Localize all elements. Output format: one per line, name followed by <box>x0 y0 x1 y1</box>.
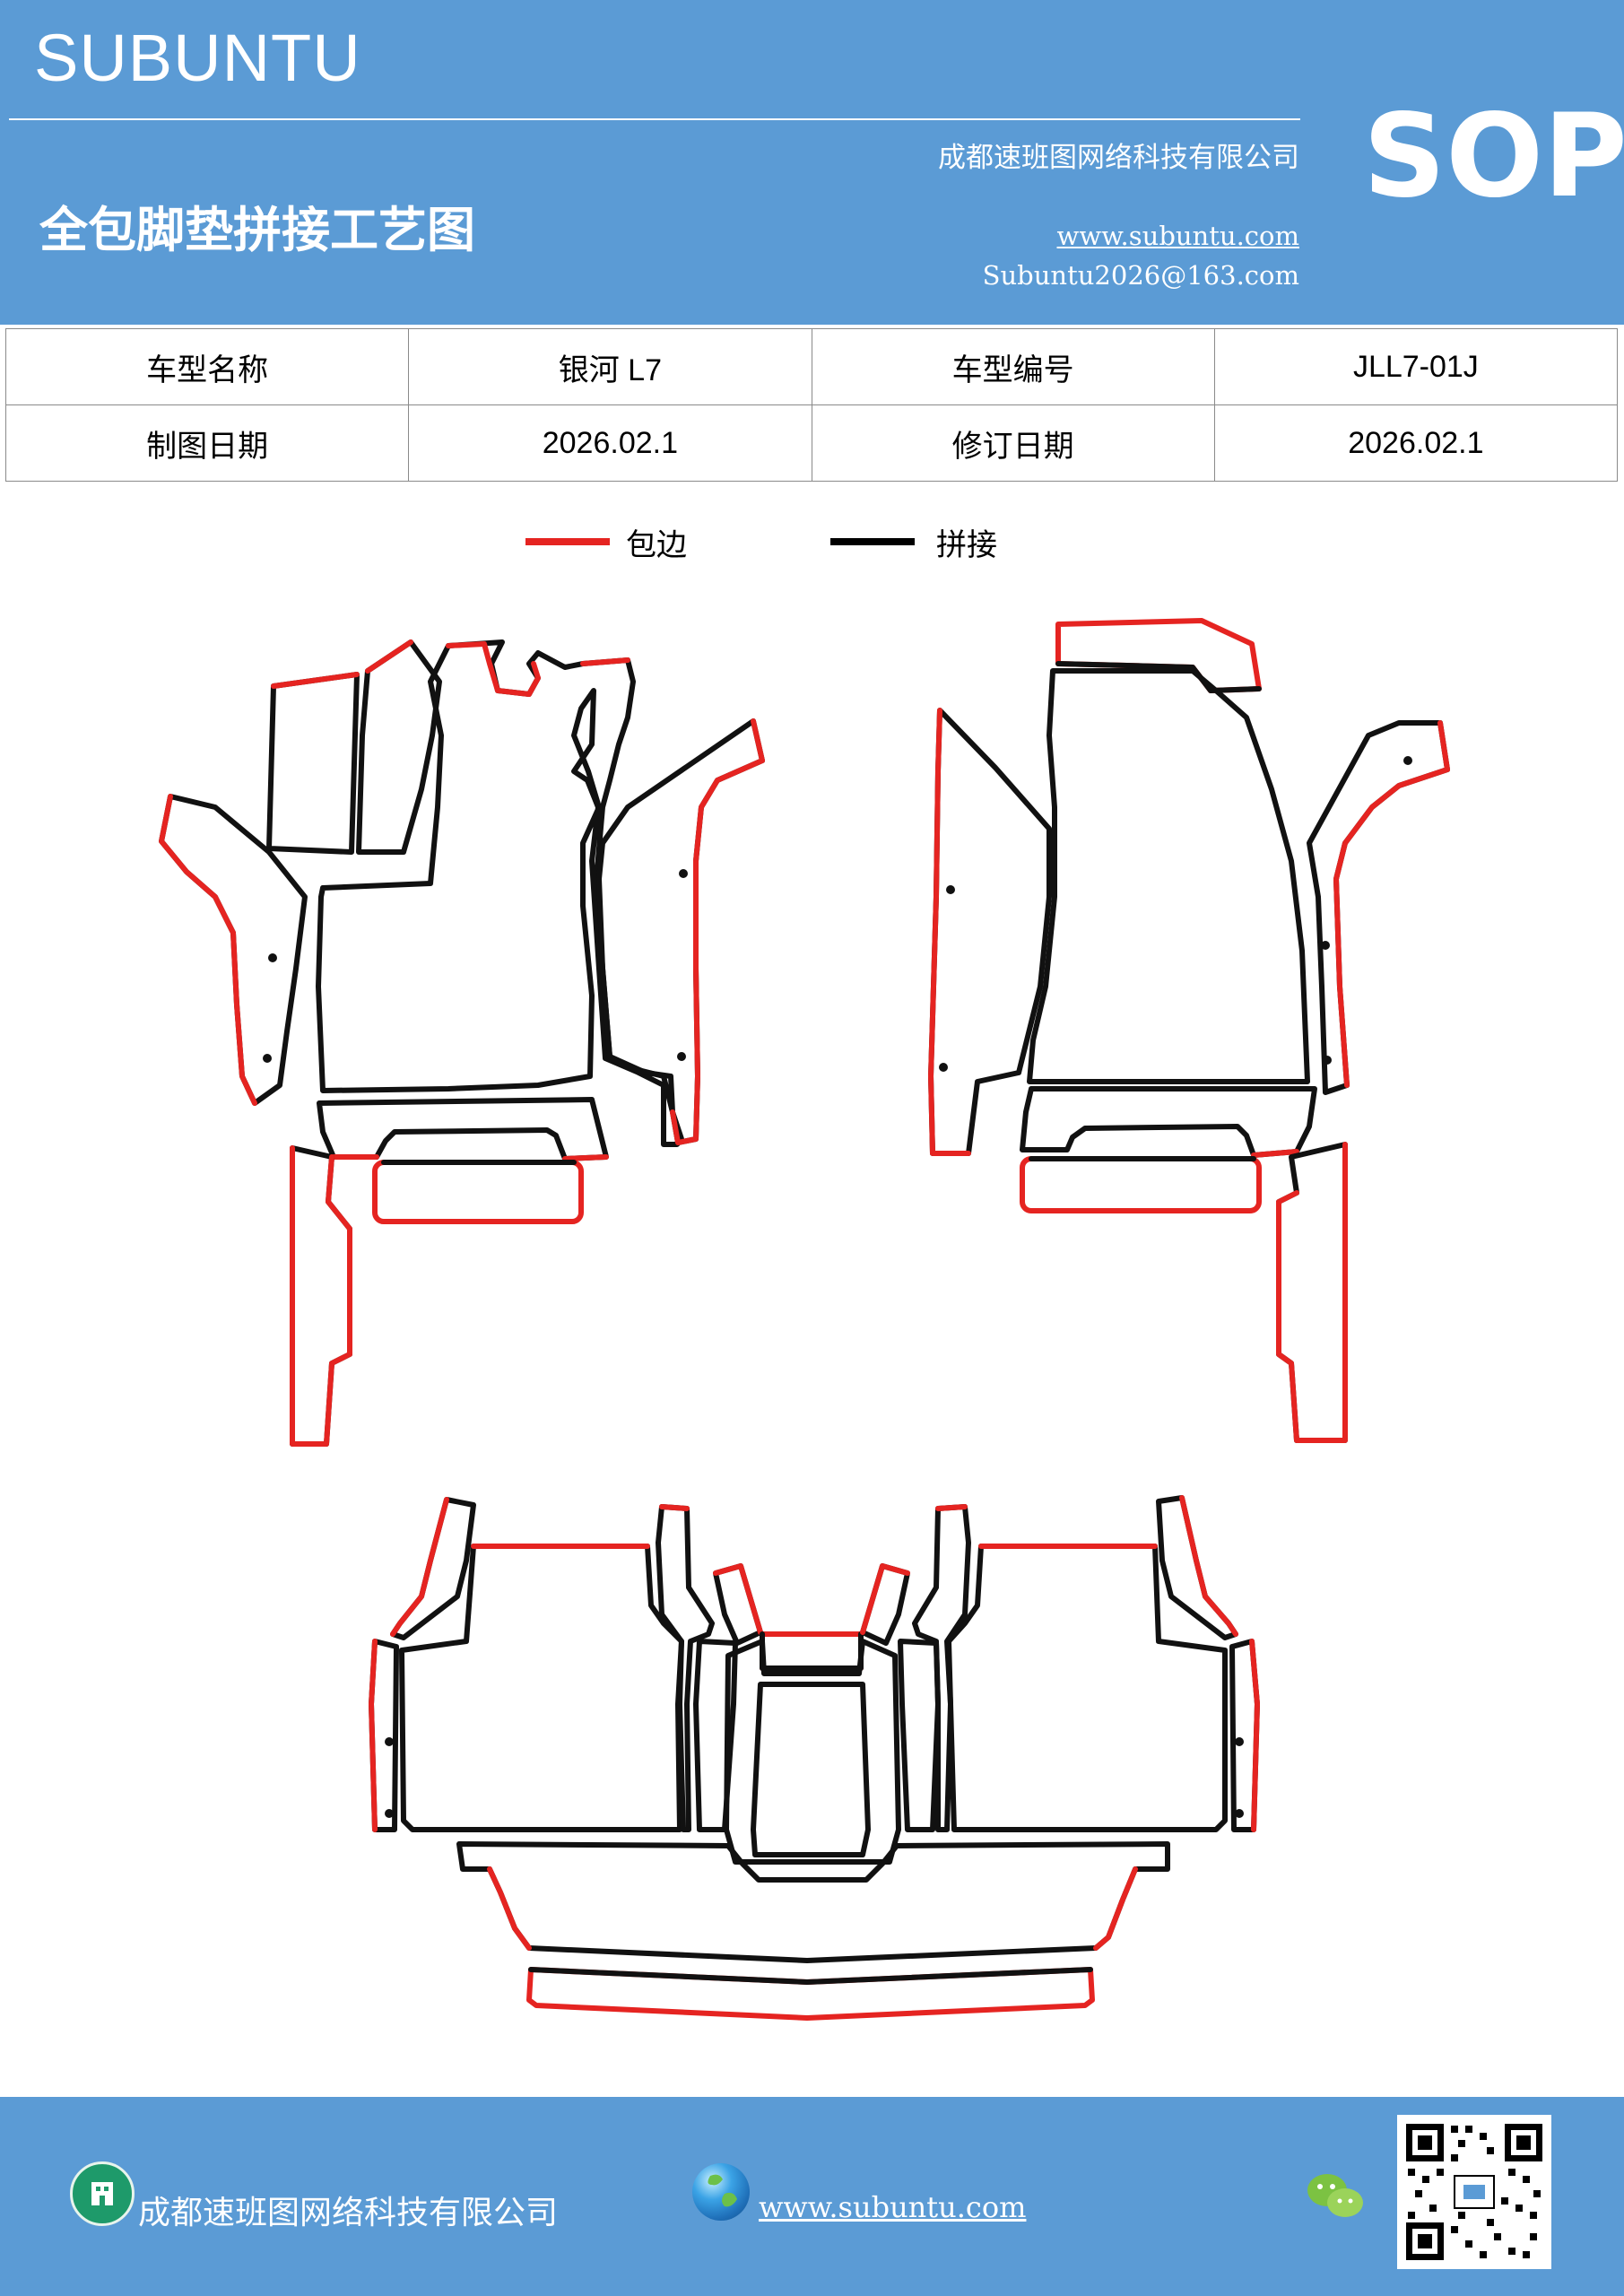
fastener-dot <box>385 1809 394 1818</box>
model-code-value: JLL7-01J <box>1213 328 1619 405</box>
website-link[interactable]: www.subuntu.com <box>1056 221 1299 251</box>
mat-edge <box>1179 1495 1238 1637</box>
brand-logo-text: SUBUNTU <box>34 21 361 95</box>
mat-edge <box>390 1497 449 1637</box>
document-title: 全包脚垫拼接工艺图 <box>39 201 475 258</box>
mat-piece <box>912 1504 971 1832</box>
mat-piece <box>760 1631 864 1671</box>
qr-code-icon[interactable] <box>1397 2115 1551 2269</box>
fastener-dot <box>1403 756 1412 765</box>
drawing-date-value: 2026.02.1 <box>408 404 812 482</box>
table-row: 车型名称 银河 L7 车型编号 JLL7-01J <box>4 328 1619 405</box>
mat-piece <box>946 1544 1228 1832</box>
mat-piece <box>317 1097 609 1161</box>
fastener-dot <box>946 885 955 894</box>
floor-mat-diagram <box>159 618 1450 2021</box>
mat-edge <box>935 1504 968 1511</box>
email-address: Subuntu2026@163.com <box>982 260 1299 291</box>
mat-piece <box>1027 668 1310 1084</box>
table-row: 制图日期 2026.02.1 修订日期 2026.02.1 <box>4 404 1619 482</box>
mat-edge <box>670 718 765 1145</box>
mat-piece <box>356 639 442 855</box>
mat-edge <box>365 639 413 674</box>
vehicle-info-table: 车型名称 银河 L7 车型编号 JLL7-01J 制图日期 2026.02.1 … <box>4 328 1619 482</box>
fastener-dot <box>939 1063 948 1072</box>
mat-piece <box>1276 1142 1348 1443</box>
legend-label-seam: 拼接 <box>936 527 997 563</box>
mat-edge <box>1249 1639 1260 1832</box>
mat-piece <box>290 1145 352 1447</box>
mat-edge <box>713 1563 763 1635</box>
mat-edge <box>1276 1142 1348 1443</box>
mat-edge <box>1251 1149 1299 1158</box>
fastener-dot <box>1235 1809 1244 1818</box>
mat-piece <box>656 1504 715 1832</box>
mat-edge <box>659 1504 690 1511</box>
legend: 包边 拼接 <box>0 520 1624 574</box>
sop-badge: SOP <box>1363 90 1624 223</box>
mat-edge <box>331 1154 609 1161</box>
fastener-dot <box>1323 1056 1332 1065</box>
wechat-icon[interactable] <box>1304 2169 1367 2226</box>
mat-piece <box>596 718 765 1145</box>
qr-code-graphic <box>1406 2124 1542 2260</box>
legend-swatch-binding <box>525 538 610 545</box>
mat-piece <box>526 1967 1095 2021</box>
mat-piece <box>1055 618 1262 693</box>
mat-piece <box>898 1639 941 1832</box>
mat-piece <box>751 1682 871 1857</box>
mat-edge <box>860 1563 910 1635</box>
revision-date-value: 2026.02.1 <box>1213 404 1619 482</box>
mat-piece <box>399 1544 684 1832</box>
fastener-dot <box>263 1054 272 1063</box>
mat-piece <box>266 672 360 855</box>
company-name: 成都速班图网络科技有限公司 <box>938 142 1299 174</box>
model-name-value: 银河 L7 <box>408 328 812 405</box>
mat-seam <box>528 1967 1093 1985</box>
mat-edge <box>1333 720 1450 1088</box>
mat-edge <box>290 1145 352 1447</box>
header-divider <box>9 118 1300 120</box>
revision-date-label: 修订日期 <box>811 404 1215 482</box>
footer-website-link[interactable]: www.subuntu.com <box>759 2190 1027 2224</box>
mat-seam <box>760 1631 864 1671</box>
model-name-label: 车型名称 <box>4 328 410 405</box>
passenger-mat-group <box>928 618 1450 1443</box>
fastener-dot <box>677 1052 686 1061</box>
mat-seam <box>1055 661 1262 693</box>
mat-edge <box>159 794 257 1106</box>
footer-company-name: 成都速班图网络科技有限公司 <box>138 2195 559 2231</box>
mat-edge <box>446 641 630 697</box>
fastener-dot <box>1235 1737 1244 1746</box>
legend-label-binding: 包边 <box>626 527 687 563</box>
mat-edge <box>271 672 360 689</box>
fastener-dot <box>385 1737 394 1746</box>
mat-edge <box>369 1639 378 1832</box>
mat-piece <box>372 1160 584 1224</box>
mat-edge <box>487 1866 1138 1951</box>
fastener-dot <box>268 953 277 962</box>
mat-edge <box>928 708 971 1156</box>
model-code-label: 车型编号 <box>811 328 1215 405</box>
globe-icon <box>692 2163 750 2221</box>
rear-mat-group <box>369 1495 1260 2021</box>
fastener-dot <box>1321 941 1330 950</box>
footer-banner: 成都速班图网络科技有限公司 www.subuntu.com <box>0 2097 1624 2296</box>
fastener-dot <box>679 869 688 878</box>
driver-mat-group <box>159 639 765 1447</box>
legend-swatch-seam <box>830 538 915 545</box>
building-icon <box>70 2161 135 2226</box>
mat-piece <box>1020 1156 1262 1213</box>
mat-piece <box>1020 1086 1317 1158</box>
drawing-date-label: 制图日期 <box>4 404 410 482</box>
header-banner: SUBUNTU 成都速班图网络科技有限公司 全包脚垫拼接工艺图 www.subu… <box>0 0 1624 325</box>
